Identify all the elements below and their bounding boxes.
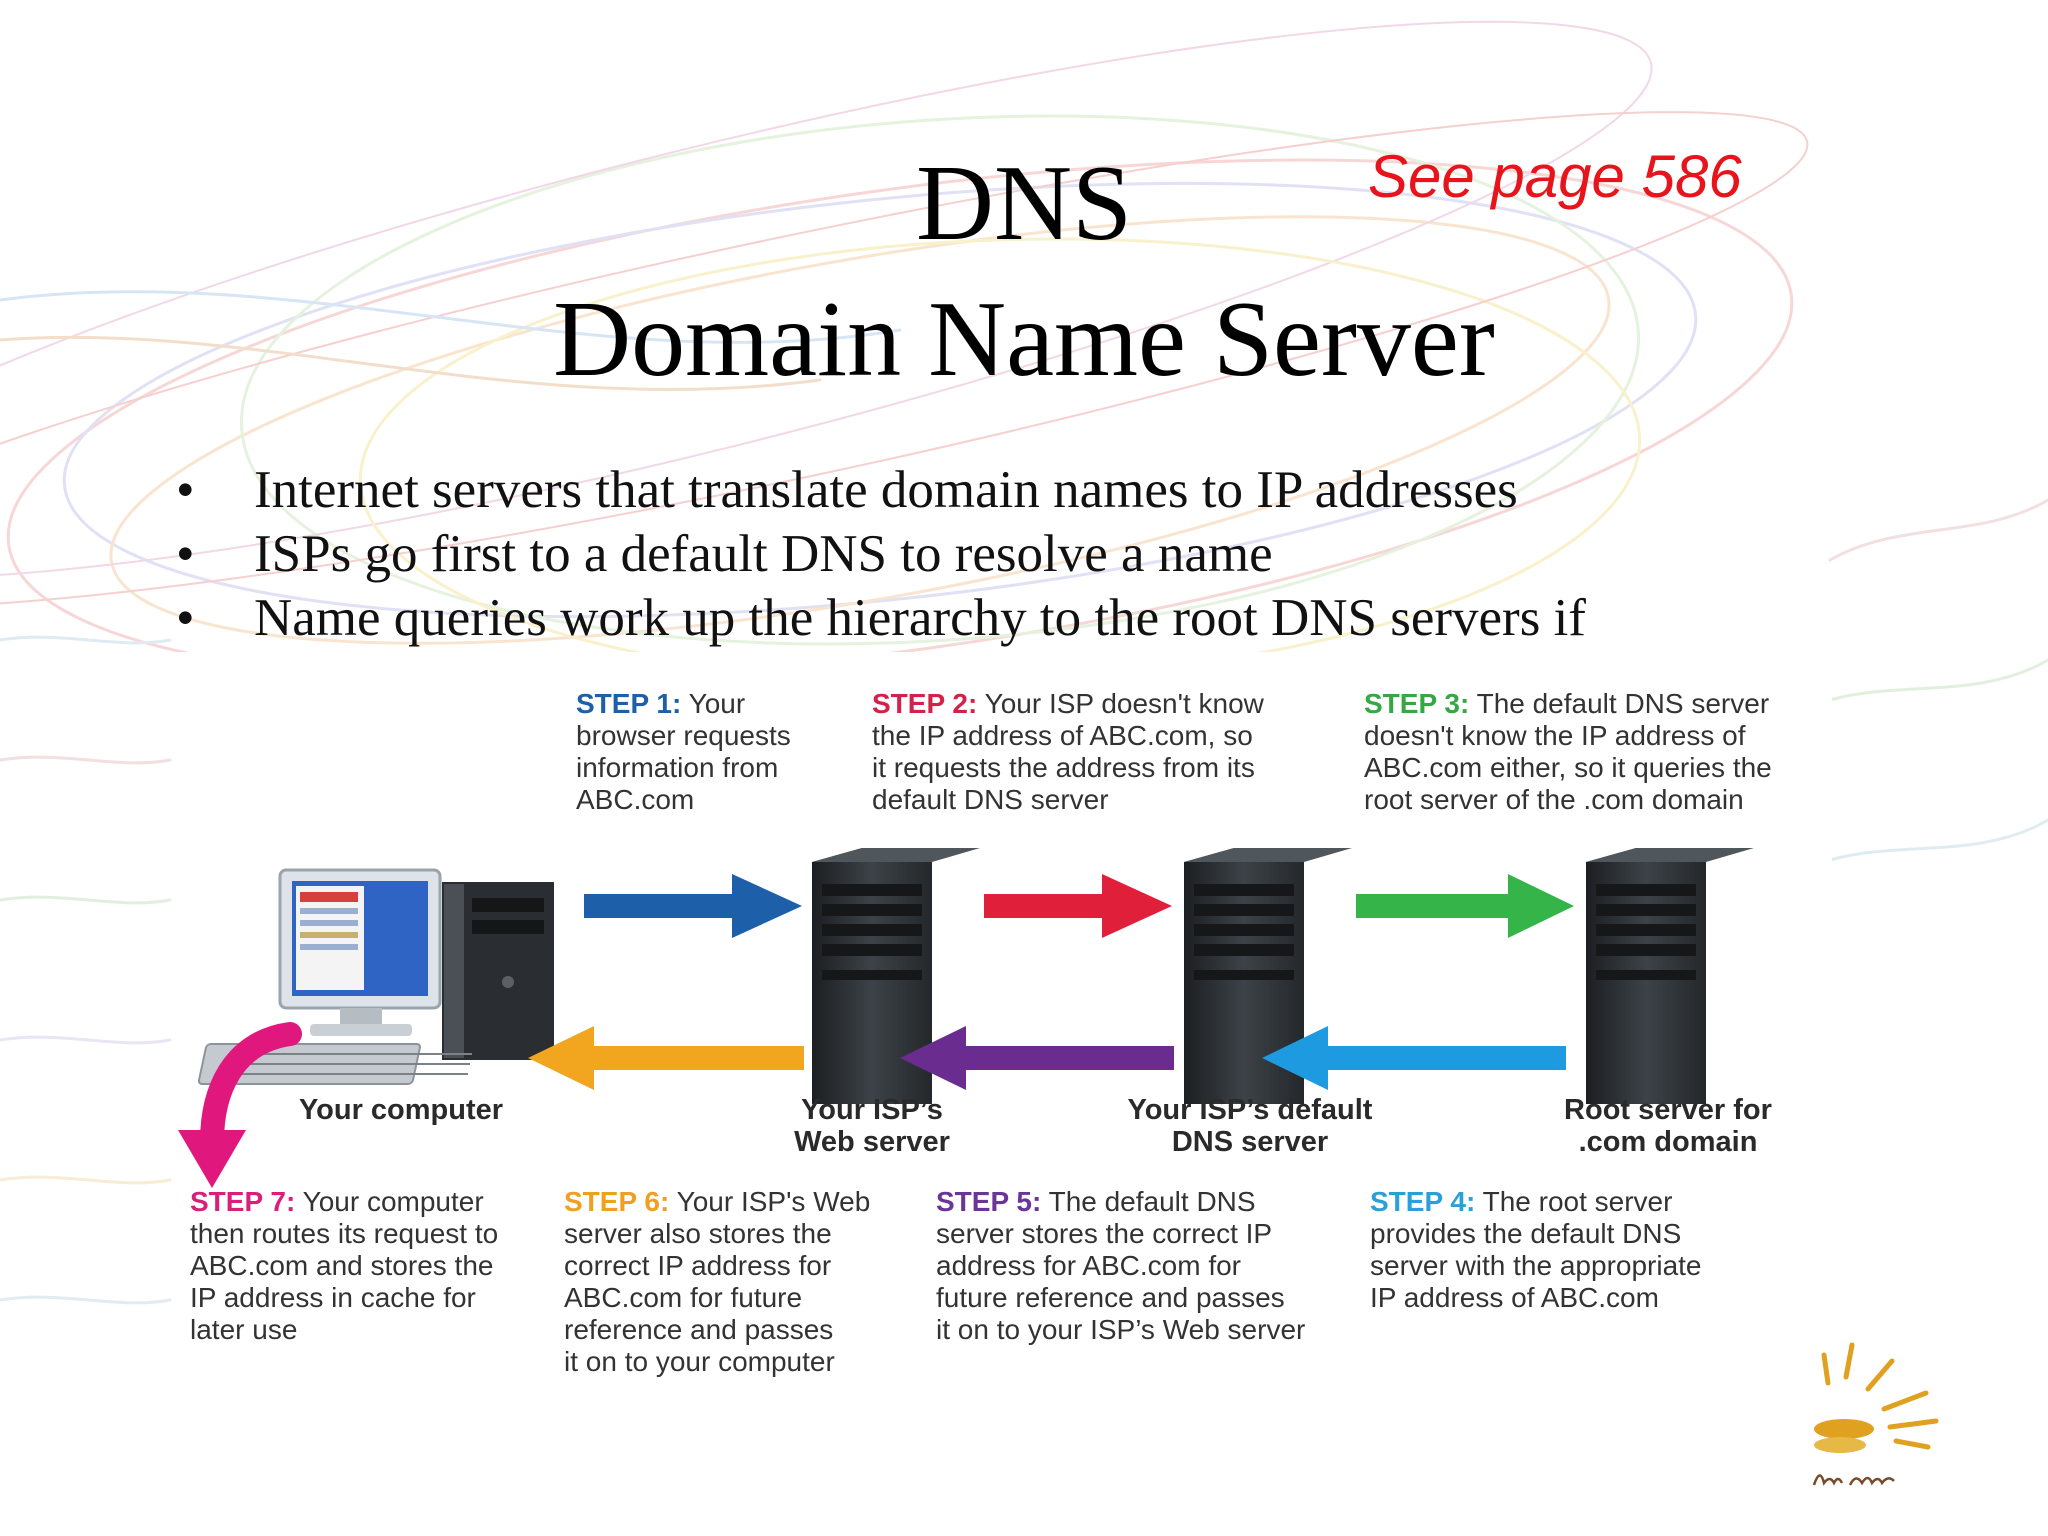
bullet-text: Name queries work up the hierarchy to th… xyxy=(254,589,1586,647)
page-title-line-1: DNS xyxy=(915,144,1133,263)
step-label: STEP 6: xyxy=(564,1186,670,1217)
arrow-step-2-icon xyxy=(984,874,1172,938)
diagram-artwork xyxy=(178,848,1754,1188)
step-label: STEP 1: xyxy=(576,688,682,719)
step-3-text: STEP 3: The default DNS server doesn't k… xyxy=(1364,688,1772,816)
arrow-step-5-icon xyxy=(900,1026,1174,1090)
author-logo xyxy=(1812,1342,1939,1486)
step-1-text: STEP 1: Your browser requests informatio… xyxy=(576,688,791,816)
bullet-dot: • xyxy=(176,589,195,647)
bullet-item: • Internet servers that translate domain … xyxy=(176,458,1736,522)
step-label: STEP 4: xyxy=(1370,1186,1476,1217)
arrow-step-1-icon xyxy=(584,874,802,938)
bullet-dot: • xyxy=(176,525,195,583)
caption-your-computer: Your computer xyxy=(298,1094,504,1126)
bullet-item: • Name queries work up the hierarchy to t… xyxy=(176,586,1736,650)
step-description: The root server provides the default DNS… xyxy=(1370,1186,1702,1313)
step-description: Your computer then routes its request to… xyxy=(190,1186,499,1345)
bullet-text: ISPs go first to a default DNS to resolv… xyxy=(254,525,1273,583)
step-2-text: STEP 2: Your ISP doesn't know the IP add… xyxy=(872,688,1264,816)
root-server-icon xyxy=(1586,848,1754,1104)
step-label: STEP 5: xyxy=(936,1186,1042,1217)
step-label: STEP 3: xyxy=(1364,688,1470,719)
step-description: The default DNS server doesn't know the … xyxy=(1364,688,1772,815)
page-reference-note: See page 586 xyxy=(1368,143,1742,210)
caption-isp-dns-server: Your ISP’s default DNS server xyxy=(1127,1094,1373,1158)
arrow-step-7-icon xyxy=(178,1022,302,1188)
step-label: STEP 2: xyxy=(872,688,978,719)
bullet-text: Internet servers that translate domain n… xyxy=(254,461,1518,519)
step-4-text: STEP 4: The root server provides the def… xyxy=(1370,1186,1702,1314)
step-7-text: STEP 7: Your computer then routes its re… xyxy=(190,1186,498,1346)
step-description: The default DNS server stores the correc… xyxy=(936,1186,1306,1345)
step-description: Your ISP's Web server also stores the co… xyxy=(564,1186,871,1377)
arrow-step-4-icon xyxy=(1262,1026,1566,1090)
step-description: Your ISP doesn't know the IP address of … xyxy=(872,688,1264,815)
step-6-text: STEP 6: Your ISP's Web server also store… xyxy=(564,1186,870,1378)
caption-isp-web-server: Your ISP’s Web server xyxy=(794,1094,950,1158)
page-title-line-2: Domain Name Server xyxy=(553,280,1495,399)
arrow-step-6-icon xyxy=(528,1026,804,1090)
step-5-text: STEP 5: The default DNS server stores th… xyxy=(936,1186,1305,1346)
step-label: STEP 7: xyxy=(190,1186,296,1217)
dns-lookup-diagram: Your computer Your ISP’s Web server Your… xyxy=(172,652,1832,1390)
caption-root-server: Root server for .com domain xyxy=(1564,1094,1772,1158)
isp-web-server-icon xyxy=(812,848,980,1104)
bullet-dot: • xyxy=(176,461,195,519)
bullet-list: • Internet servers that translate domain … xyxy=(176,458,1736,650)
bullet-item: • ISPs go first to a default DNS to resol… xyxy=(176,522,1736,586)
arrow-step-3-icon xyxy=(1356,874,1574,938)
step-description: Your browser requests information from A… xyxy=(576,688,791,815)
